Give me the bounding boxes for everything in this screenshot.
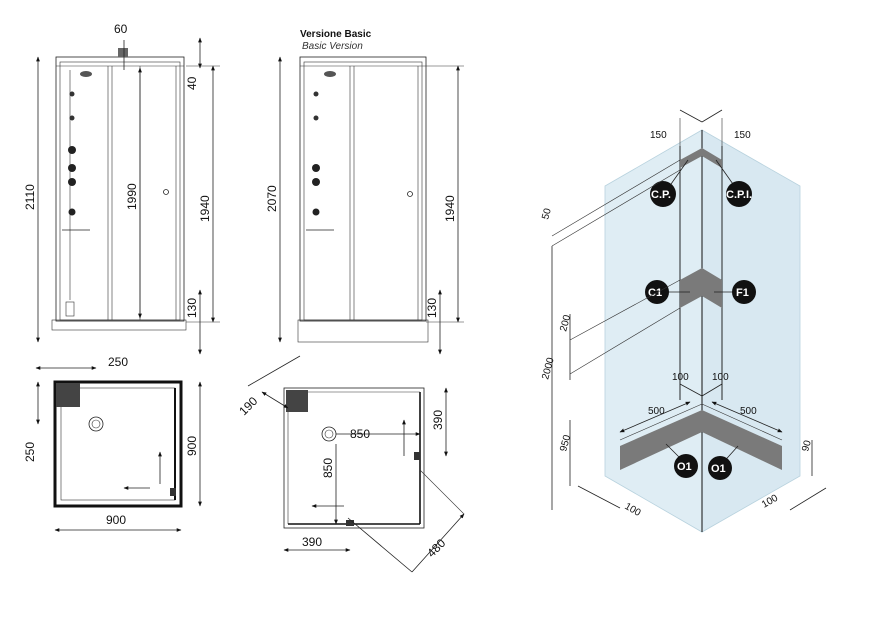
ceiling-gap-label: 50 <box>540 207 554 221</box>
corner-plan-view: 190 850 850 390 390 480 <box>236 355 465 573</box>
corner-diagonal-label: 190 <box>236 394 260 418</box>
basic-front-elevation-view: 2070 1940 130 <box>265 56 464 355</box>
front-elevation-view: 2110 60 1990 40 1940 130 <box>23 22 220 355</box>
base-left-label: 500 <box>648 406 665 417</box>
plan-depth-label: 900 <box>185 436 199 456</box>
top-left-label: 150 <box>650 130 667 141</box>
corner-diagonal-outlet-label: 480 <box>424 536 448 560</box>
wall-height-label: 2000 <box>540 356 556 381</box>
top-gap-label: 40 <box>185 76 199 90</box>
callout-o1-left: O1 <box>677 461 692 473</box>
bottom-left-label: 100 <box>623 501 643 519</box>
callout-cp: C.P. <box>651 189 671 201</box>
callout-c1: C1 <box>648 287 662 299</box>
mid-left-label: 100 <box>672 372 689 383</box>
basic-total-height-label: 2070 <box>265 185 279 212</box>
corner-bottom-offset-label: 390 <box>302 535 322 549</box>
door-height-label: 1990 <box>125 183 139 210</box>
plan-outlet-side-label: 250 <box>23 442 37 462</box>
callout-f1: F1 <box>736 287 749 299</box>
mid-right-label: 100 <box>712 372 729 383</box>
basic-base-height-label: 130 <box>425 298 439 318</box>
side-height-label: 1940 <box>198 195 212 222</box>
top-right-label: 150 <box>734 130 751 141</box>
supply-span-label: 200 <box>558 313 573 332</box>
wall-installation-view: C.P. C.P.I. C1 F1 O1 O1 150 150 50 200 2… <box>540 109 827 533</box>
base-height-wall-label: 90 <box>800 439 814 453</box>
version-heading: Versione Basic <box>300 29 372 40</box>
square-plan-view: 250 250 900 900 <box>23 355 202 532</box>
callout-o1-right: O1 <box>711 463 726 475</box>
corner-depth-label: 850 <box>321 458 335 478</box>
plan-outlet-offset-label: 250 <box>108 355 128 369</box>
plan-width-label: 900 <box>106 513 126 527</box>
lower-height-label: 950 <box>558 433 573 452</box>
corner-side-offset-label: 390 <box>431 410 445 430</box>
base-height-label: 130 <box>185 298 199 318</box>
callout-cpl: C.P.I. <box>726 189 752 201</box>
corner-width-label: 850 <box>350 427 370 441</box>
version-heading-en: Basic Version <box>302 41 363 52</box>
base-right-label: 500 <box>740 406 757 417</box>
basic-side-height-label: 1940 <box>443 195 457 222</box>
top-offset-label: 60 <box>114 22 128 36</box>
total-height-label: 2110 <box>23 184 37 210</box>
